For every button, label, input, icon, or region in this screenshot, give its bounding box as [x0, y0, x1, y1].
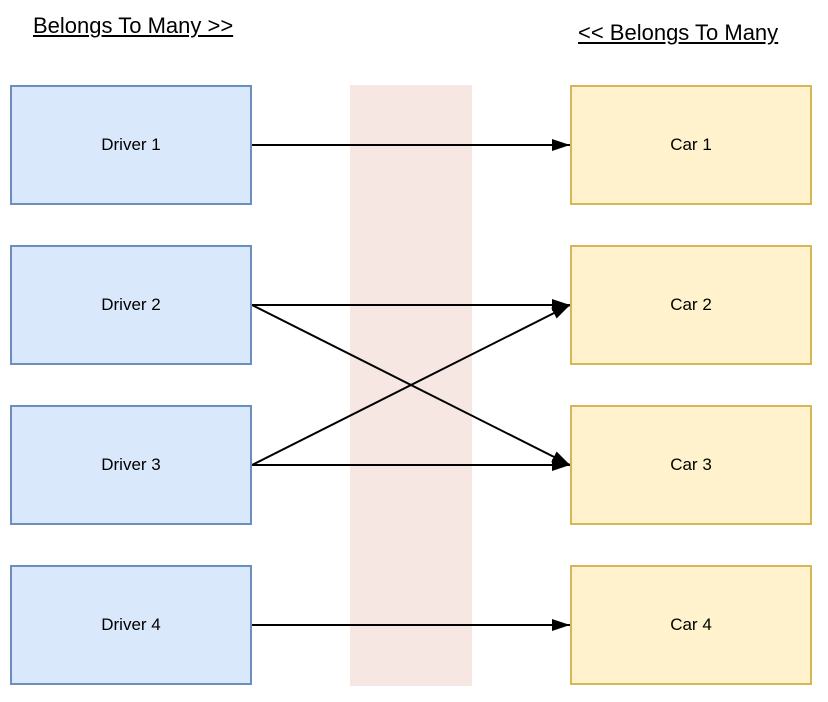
car-node-label: Car 3: [670, 455, 712, 474]
car-node-label: Car 2: [670, 295, 712, 314]
driver-node-2: Driver 2: [10, 245, 252, 365]
driver-node-label: Driver 3: [101, 455, 161, 474]
car-node-label: Car 4: [670, 615, 712, 634]
car-node-4: Car 4: [570, 565, 812, 685]
driver-node-label: Driver 4: [101, 615, 161, 634]
connection-arrow: [251, 304, 571, 466]
car-node-1: Car 1: [570, 85, 812, 205]
driver-node-label: Driver 2: [101, 295, 161, 314]
driver-node-label: Driver 1: [101, 135, 161, 154]
driver-node-4: Driver 4: [10, 565, 252, 685]
right-relationship-title: << Belongs To Many: [578, 20, 779, 45]
car-node-2: Car 2: [570, 245, 812, 365]
car-node-3: Car 3: [570, 405, 812, 525]
car-node-label: Car 1: [670, 135, 712, 154]
driver-node-1: Driver 1: [10, 85, 252, 205]
driver-node-3: Driver 3: [10, 405, 252, 525]
left-relationship-title: Belongs To Many >>: [33, 13, 234, 38]
